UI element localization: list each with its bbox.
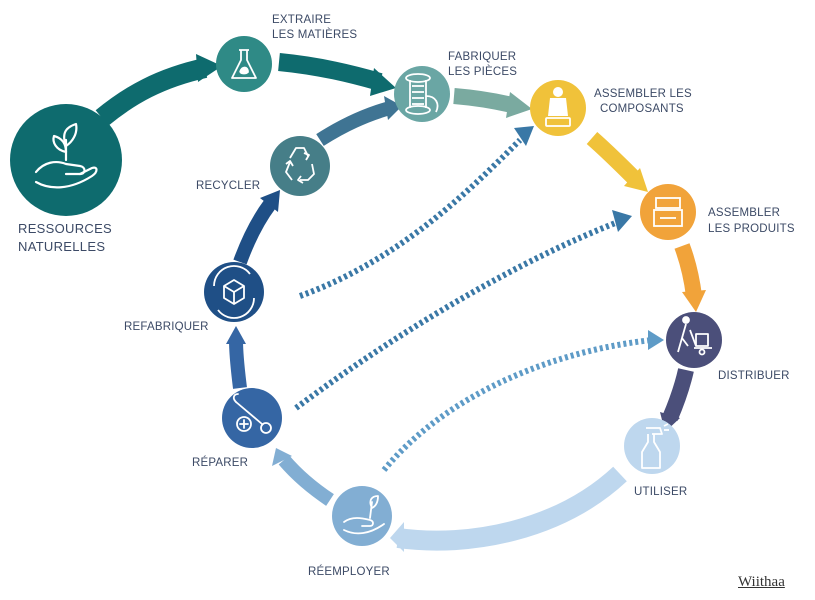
arrowhead-extraire <box>196 54 222 82</box>
recycle-icon <box>285 147 315 184</box>
arrowhead-fabriquer-2 <box>384 96 402 120</box>
dotted-arrowhead-produits <box>612 210 632 232</box>
reemployer-circle <box>332 486 392 546</box>
fabriquer-label-2: LES PIÈCES <box>448 65 517 78</box>
utiliser-circle <box>624 418 680 474</box>
ressources-label-1: RESSOURCES <box>18 221 112 236</box>
reparer-circle <box>222 388 282 448</box>
arrow-ressources-to-extraire <box>95 58 208 126</box>
refabriquer-label: REFABRIQUER <box>124 321 209 333</box>
dotted-refabriquer-to-composants <box>298 137 523 299</box>
cube-cycle-icon <box>213 265 255 319</box>
node-reemployer: RÉEMPLOYER <box>308 486 392 578</box>
arrowhead-composants <box>506 92 532 118</box>
node-reparer: RÉPARER <box>192 388 282 469</box>
extraire-label-2: LES MATIÈRES <box>272 28 357 41</box>
recycler-circle <box>270 136 330 196</box>
fabriquer-label-1: FABRIQUER <box>448 51 516 63</box>
arrow-composants-to-produits <box>586 131 642 186</box>
node-refabriquer: REFABRIQUER <box>124 262 264 333</box>
dotted-arrowhead-distribuer <box>648 330 664 350</box>
ressources-label-2: NATURELLES <box>18 239 105 254</box>
hand-sprout-icon <box>343 495 385 535</box>
spool-icon <box>405 73 439 115</box>
arrowhead-recycler <box>260 190 280 212</box>
arrow-produits-to-distribuer <box>674 243 702 298</box>
dotted-reemployer-to-distribuer <box>381 337 653 472</box>
produits-circle <box>640 184 696 240</box>
hand-truck-icon <box>677 316 712 356</box>
extraire-label-1: EXTRAIRE <box>272 14 331 26</box>
node-fabriquer: FABRIQUER LES PIÈCES <box>394 51 517 122</box>
composants-label-2: COMPOSANTS <box>600 103 684 115</box>
arrow-refabriquer-to-recycler <box>233 199 276 265</box>
recycler-label: RECYCLER <box>196 180 260 192</box>
arrow-recycler-to-fabriquer <box>316 101 392 146</box>
arrowhead-refabriquer <box>226 326 246 344</box>
produits-label-2: LES PRODUITS <box>708 223 795 235</box>
extraire-circle <box>216 36 272 92</box>
arrow-extraire-to-fabriquer <box>278 53 383 91</box>
arrow-fabriquer-to-composants <box>453 88 518 114</box>
reparer-label: RÉPARER <box>192 456 248 469</box>
hand-plant-icon <box>34 122 98 189</box>
produits-label-1: ASSEMBLER <box>708 207 780 219</box>
arrow-distribuer-to-utiliser <box>662 368 694 422</box>
spray-bottle-icon <box>641 423 669 469</box>
flow-arrows <box>95 53 706 552</box>
dotted-flows <box>294 126 664 472</box>
node-recycler: RECYCLER <box>196 136 330 196</box>
arrow-reemployer-to-reparer <box>278 455 334 506</box>
flask-icon <box>231 49 257 79</box>
composants-label-1: ASSEMBLER LES <box>594 88 692 100</box>
utiliser-label: UTILISER <box>634 486 687 498</box>
arrowhead-reparer <box>272 448 292 466</box>
node-extraire: EXTRAIRE LES MATIÈRES <box>216 14 357 92</box>
arrowhead-fabriquer <box>370 68 396 96</box>
node-utiliser: UTILISER <box>624 418 687 498</box>
arrowhead-reemployer <box>390 522 404 552</box>
credit-link[interactable]: Wiithaa <box>738 574 785 590</box>
node-ressources-naturelles: RESSOURCES NATURELLES <box>10 104 122 254</box>
dotted-arrowhead-composants <box>514 126 534 146</box>
reemployer-label: RÉEMPLOYER <box>308 565 390 578</box>
boxes-icon <box>653 197 683 227</box>
arrow-reparer-to-refabriquer <box>229 339 247 389</box>
arrowhead-distribuer <box>682 290 706 312</box>
node-assembler-composants: ASSEMBLER LES COMPOSANTS <box>530 80 692 136</box>
figure-icon <box>545 87 571 127</box>
distribuer-label: DISTRIBUER <box>718 370 790 382</box>
node-distribuer: DISTRIBUER <box>666 312 790 382</box>
node-assembler-produits: ASSEMBLER LES PRODUITS <box>640 184 795 240</box>
dotted-reparer-to-produits <box>294 219 620 411</box>
arrow-utiliser-to-reemployer <box>396 466 627 551</box>
wrench-icon <box>232 393 272 434</box>
arrowhead-produits <box>624 168 648 192</box>
